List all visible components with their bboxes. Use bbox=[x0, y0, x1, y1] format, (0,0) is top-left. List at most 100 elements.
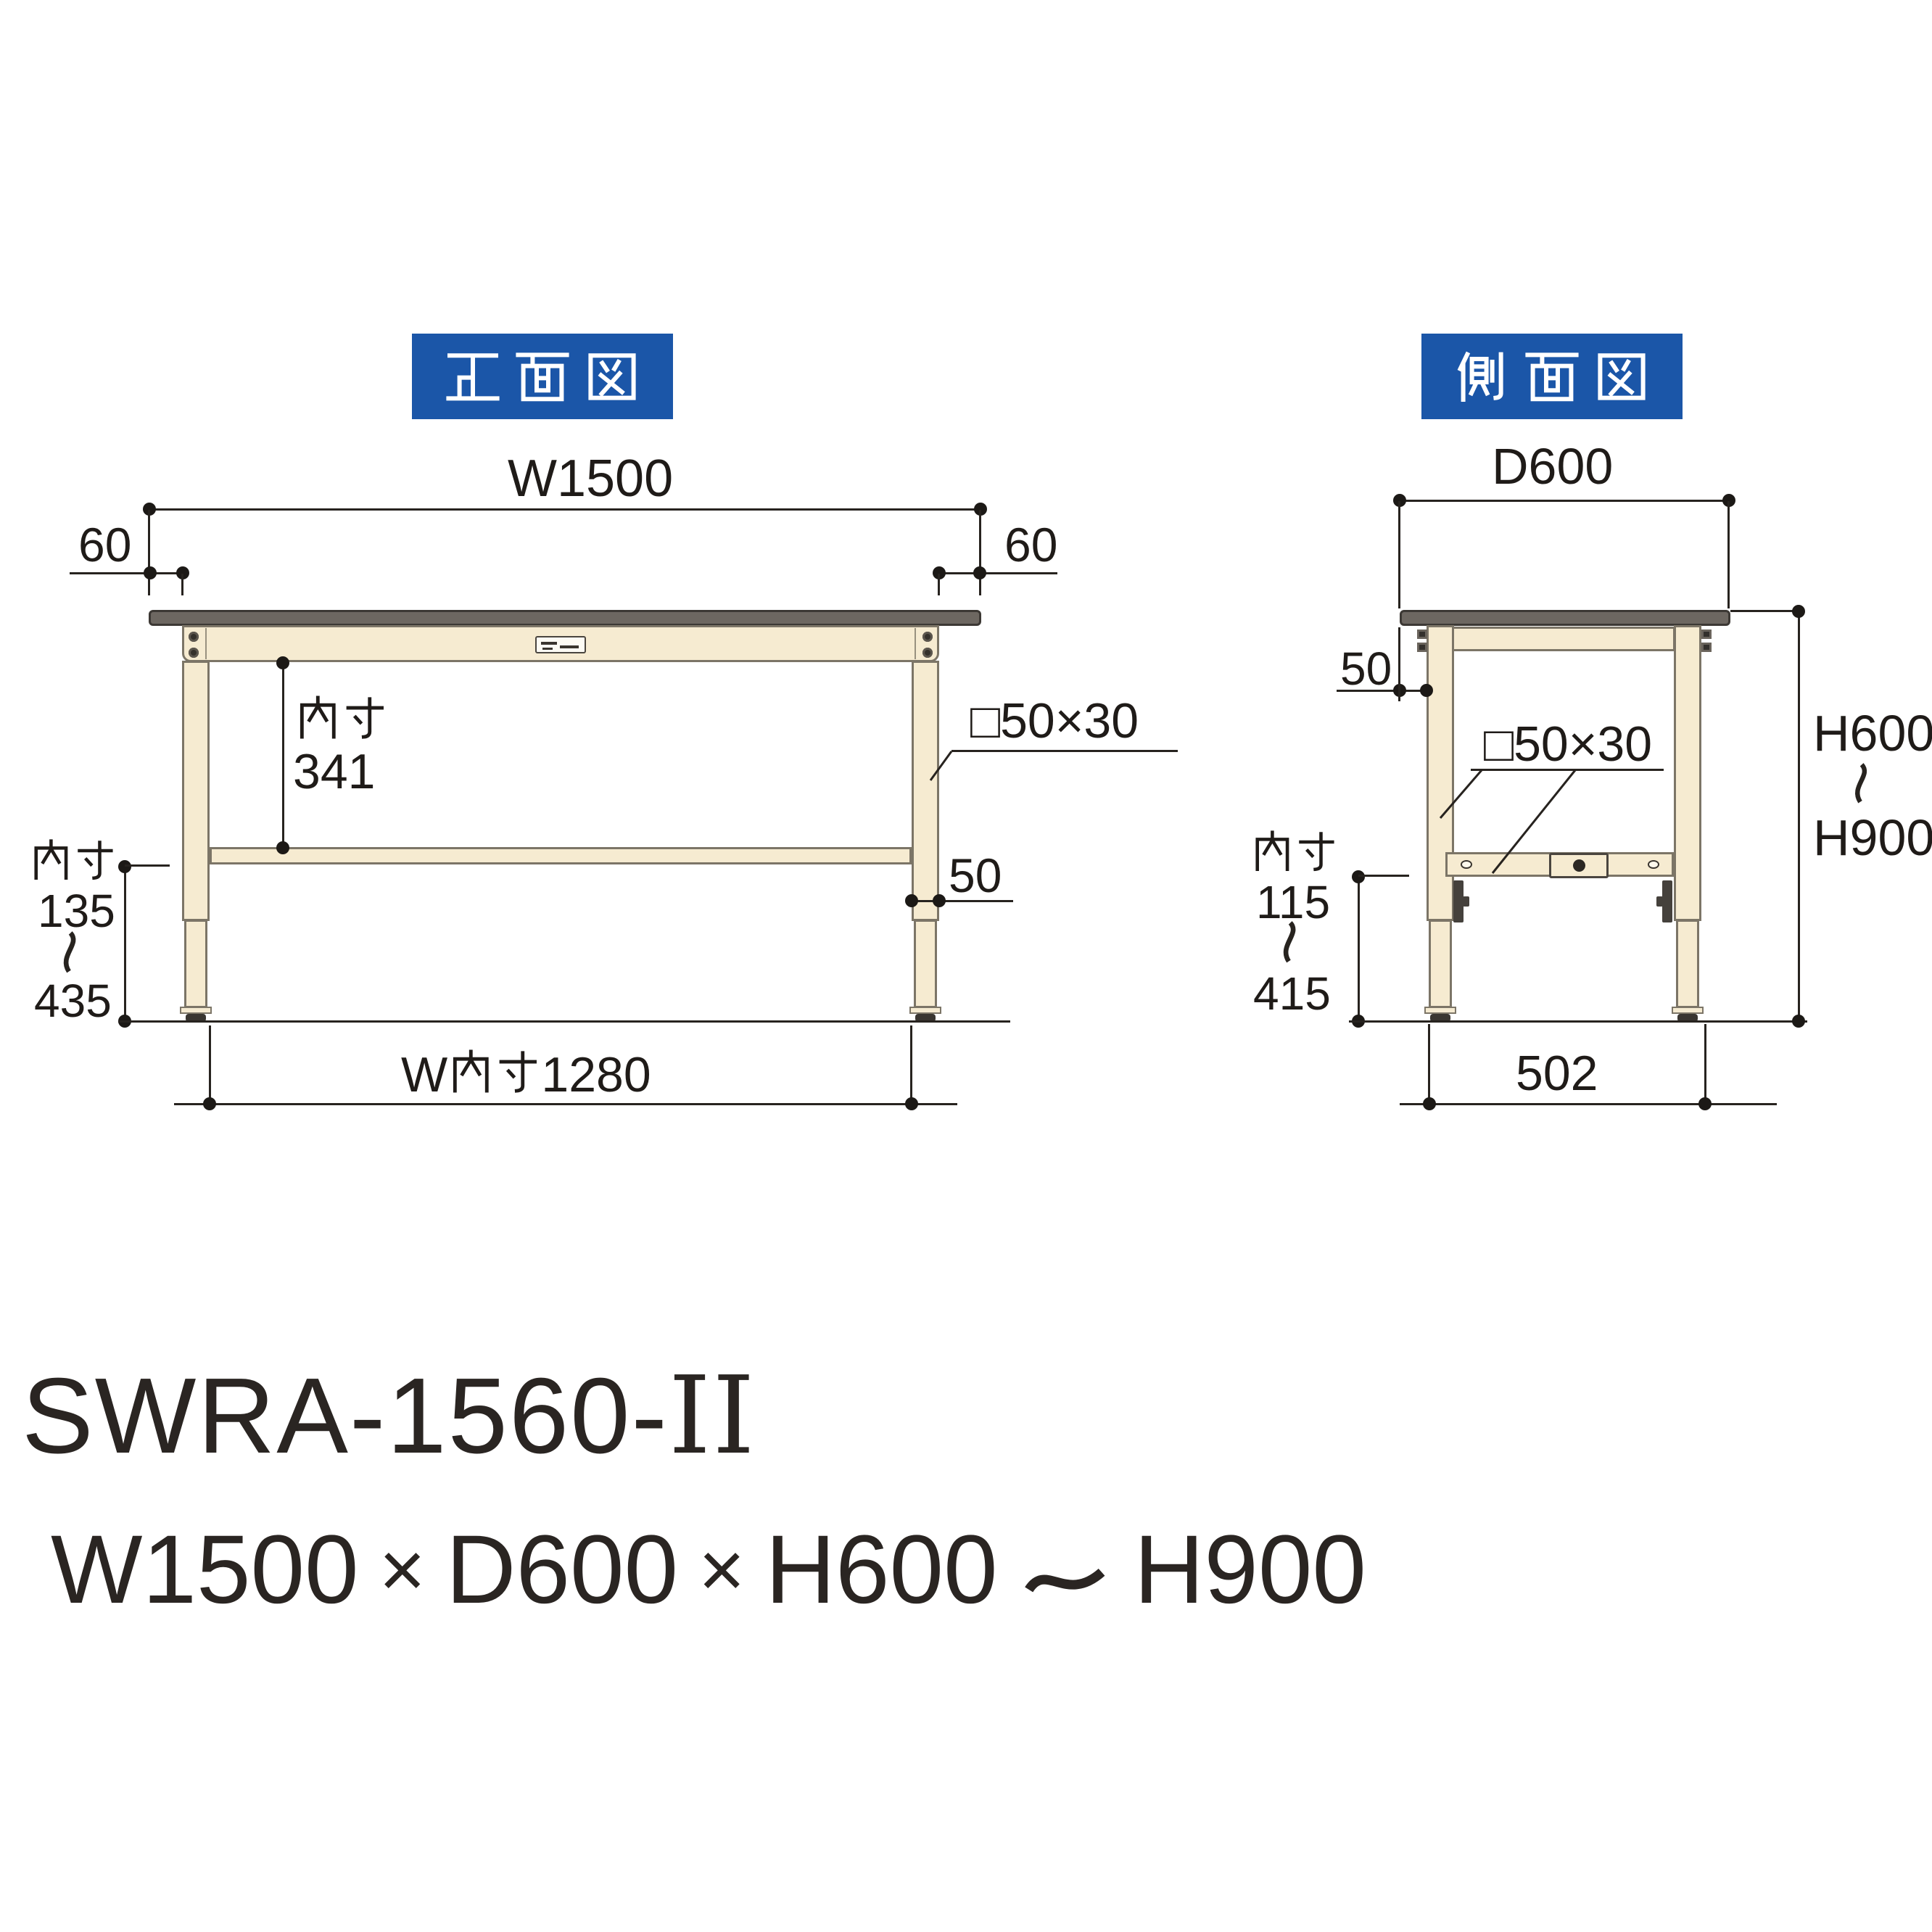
spec-height-min: H600 bbox=[765, 1516, 998, 1624]
extension-line bbox=[1358, 875, 1409, 877]
side-upper-beam bbox=[1443, 627, 1675, 651]
dim-dot bbox=[1352, 870, 1365, 883]
dim-side-height-min: H600 bbox=[1813, 705, 1932, 761]
dim-line bbox=[1337, 690, 1429, 692]
side-view-title bbox=[1421, 334, 1683, 419]
multiply-sign: × bbox=[698, 1526, 746, 1614]
front-view-title bbox=[412, 334, 673, 419]
side-leg-rear-lower bbox=[1676, 920, 1699, 1008]
front-foot-adjuster-right bbox=[915, 1014, 936, 1022]
screw-icon bbox=[922, 632, 933, 642]
dim-side-overhang: 50 bbox=[1340, 643, 1392, 695]
extension-line bbox=[1398, 627, 1400, 701]
side-foot-front bbox=[1424, 1007, 1456, 1014]
spec-width: W1500 bbox=[51, 1516, 359, 1624]
dim-line bbox=[1798, 611, 1800, 1021]
dim-front-overhang-right: 60 bbox=[1004, 518, 1058, 571]
bolt-icon bbox=[1573, 859, 1585, 872]
dim-front-width-label: W1500 bbox=[508, 450, 674, 508]
dim-dot bbox=[973, 566, 986, 579]
clamp-bolt-icon bbox=[1701, 643, 1712, 652]
screw-icon bbox=[189, 648, 199, 658]
range-tilde-icon bbox=[1283, 921, 1296, 963]
dim-dot bbox=[144, 566, 157, 579]
spec-height-max: H900 bbox=[1134, 1516, 1366, 1624]
dim-side-adj-label bbox=[1250, 830, 1339, 878]
side-leg-front-lower bbox=[1429, 920, 1452, 1008]
dim-line bbox=[910, 900, 1013, 902]
dim-line bbox=[1400, 1103, 1777, 1105]
leader-line bbox=[1471, 769, 1664, 771]
front-floor-line bbox=[118, 1020, 1010, 1023]
screw-icon bbox=[922, 648, 933, 658]
height-lock-latch bbox=[1662, 880, 1672, 922]
dim-dot bbox=[276, 841, 289, 854]
front-foot-right bbox=[909, 1007, 941, 1014]
front-leg-right-upper bbox=[912, 661, 939, 921]
dim-side-depth-label: D600 bbox=[1492, 438, 1614, 495]
clamp-bolt-icon bbox=[1701, 629, 1712, 639]
front-stretcher bbox=[210, 847, 912, 864]
brand-plate-mark bbox=[560, 645, 579, 648]
clamp-bolt-icon bbox=[1417, 629, 1427, 639]
dim-dot bbox=[1423, 1097, 1436, 1110]
dim-dot bbox=[1792, 1015, 1805, 1028]
dim-line bbox=[174, 1103, 957, 1105]
dim-line bbox=[70, 572, 184, 574]
dim-line bbox=[1358, 877, 1360, 1021]
dim-side-height-max: H900 bbox=[1813, 809, 1932, 866]
dim-side-foot-span: 502 bbox=[1516, 1046, 1598, 1101]
dim-front-adj-max: 435 bbox=[34, 975, 112, 1027]
extension-line bbox=[1704, 1024, 1706, 1104]
dim-dot bbox=[203, 1097, 216, 1110]
clamp-bolt-icon bbox=[1417, 643, 1427, 652]
extension-line bbox=[181, 574, 183, 595]
dim-front-inner-label bbox=[294, 695, 388, 746]
dim-dot bbox=[905, 894, 918, 907]
extension-line bbox=[125, 864, 170, 867]
bolt-hole-icon bbox=[1648, 860, 1659, 869]
callout-front-tube: □50×30 bbox=[970, 693, 1139, 748]
front-leg-left-upper bbox=[182, 661, 210, 921]
leader-line bbox=[951, 750, 1178, 752]
dim-dot bbox=[118, 860, 131, 873]
brand-plate-mark bbox=[542, 648, 553, 650]
dim-dot bbox=[933, 894, 946, 907]
dim-front-leg-width: 50 bbox=[949, 849, 1002, 902]
side-leg-rear-upper bbox=[1674, 625, 1701, 921]
extension-line bbox=[938, 574, 940, 595]
side-tabletop bbox=[1400, 610, 1730, 626]
brand-plate bbox=[535, 636, 586, 653]
dim-line bbox=[938, 572, 1057, 574]
product-model: SWRA-1560-II bbox=[22, 1362, 756, 1470]
latch-knob-icon bbox=[1463, 896, 1469, 907]
dim-front-adj-label bbox=[29, 838, 117, 886]
dim-side-adj-min: 115 bbox=[1256, 876, 1331, 928]
spec-depth: D600 bbox=[445, 1516, 679, 1624]
dim-dot bbox=[905, 1097, 918, 1110]
extension-line bbox=[209, 1025, 211, 1105]
front-leg-right-lower bbox=[914, 920, 937, 1008]
brand-plate-mark bbox=[541, 642, 557, 645]
dim-dot bbox=[1393, 494, 1406, 507]
extension-line bbox=[1727, 501, 1730, 608]
dim-dot bbox=[143, 503, 156, 516]
dim-dot bbox=[933, 566, 946, 579]
front-foot-adjuster-left bbox=[186, 1014, 206, 1022]
dim-dot bbox=[1420, 684, 1433, 697]
side-floor-line bbox=[1349, 1020, 1807, 1023]
multiply-sign: × bbox=[379, 1526, 426, 1614]
dim-line bbox=[124, 867, 126, 1021]
side-foot-adjuster-rear bbox=[1677, 1014, 1698, 1022]
screw-icon bbox=[189, 632, 199, 642]
dim-dot bbox=[276, 656, 289, 669]
dim-side-adj-max: 415 bbox=[1253, 967, 1331, 1020]
front-leg-left-lower bbox=[184, 920, 207, 1008]
dim-dot bbox=[1792, 605, 1805, 618]
model-prefix: SWRA-1560- bbox=[22, 1356, 669, 1476]
model-suffix: II bbox=[668, 1353, 756, 1478]
latch-knob-icon bbox=[1656, 896, 1663, 907]
